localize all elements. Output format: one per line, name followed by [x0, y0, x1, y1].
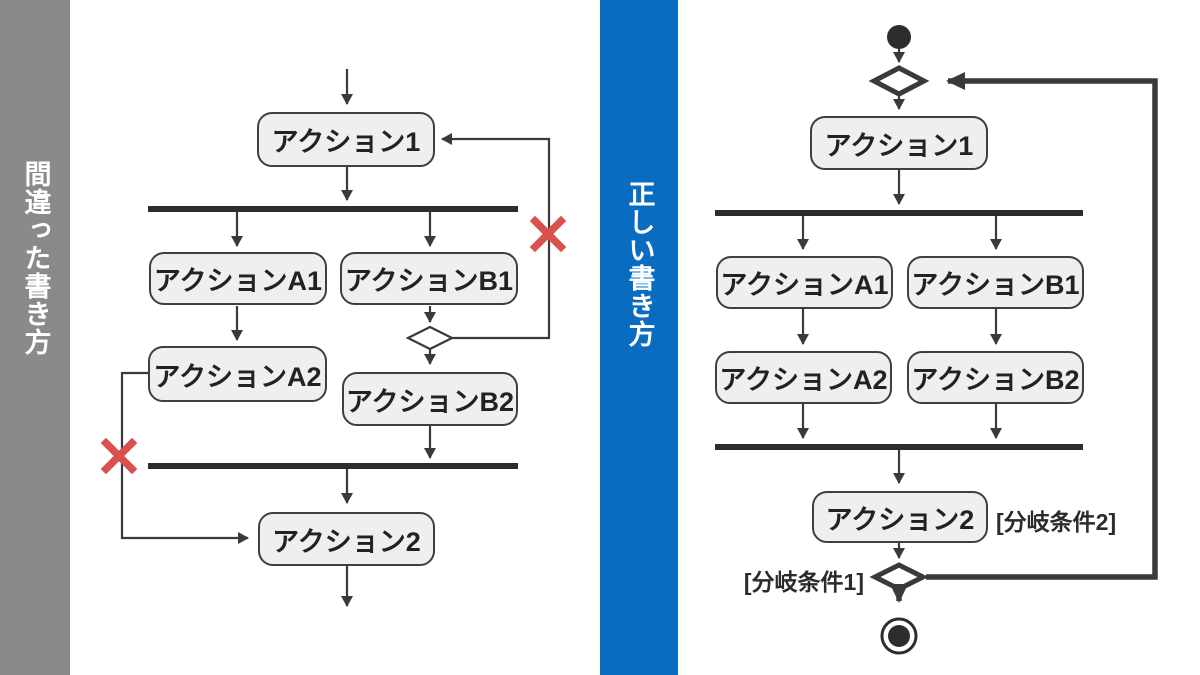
wrong-action2-node: アクション2 — [258, 512, 435, 566]
correct-join-bar — [715, 444, 1083, 450]
wrong-merge-diamond-icon — [405, 325, 455, 351]
correct-title: 正しい書き方 — [624, 180, 655, 348]
guard-label-branch1: [分岐条件1] — [743, 569, 864, 595]
correct-fork-bar — [715, 210, 1083, 216]
start-node-icon — [887, 25, 911, 49]
correct-diagram-lines — [797, 49, 1002, 559]
wrong-loop-arrow — [441, 133, 551, 340]
wrong-actionB1-node: アクションB1 — [340, 252, 518, 305]
wrong-actionB2-node: アクションB2 — [342, 372, 518, 426]
merge-diamond-icon — [868, 65, 930, 97]
end-node-icon — [880, 617, 918, 655]
wrong-action1-node: アクション1 — [257, 112, 435, 167]
correct-action2-node: アクション2 — [812, 491, 988, 543]
guard-label-branch2: [分岐条件2] — [996, 509, 1117, 535]
error-x-icon-bypass — [100, 437, 138, 475]
error-x-icon-loop — [529, 215, 567, 253]
wrong-actionA2-node: アクションA2 — [148, 346, 327, 402]
correct-actionA2-node: アクションA2 — [715, 351, 892, 404]
wrong-join-bar — [148, 463, 518, 469]
wrong-fork-bar — [148, 206, 518, 212]
correct-loop-arrow — [926, 72, 1158, 580]
decision-diamond-icon — [869, 562, 929, 592]
wrong-actionA1-node: アクションA1 — [149, 252, 327, 305]
correct-title-bar: 正しい書き方 — [600, 0, 678, 675]
correct-actionB1-node: アクションB1 — [907, 256, 1084, 309]
wrong-title: 間違った書き方 — [20, 160, 51, 356]
correct-actionB2-node: アクションB2 — [907, 351, 1084, 404]
error-marks — [100, 215, 567, 475]
wrong-title-bar: 間違った書き方 — [0, 0, 70, 675]
correct-action1-node: アクション1 — [810, 116, 988, 170]
correct-actionA1-node: アクションA1 — [716, 256, 893, 309]
